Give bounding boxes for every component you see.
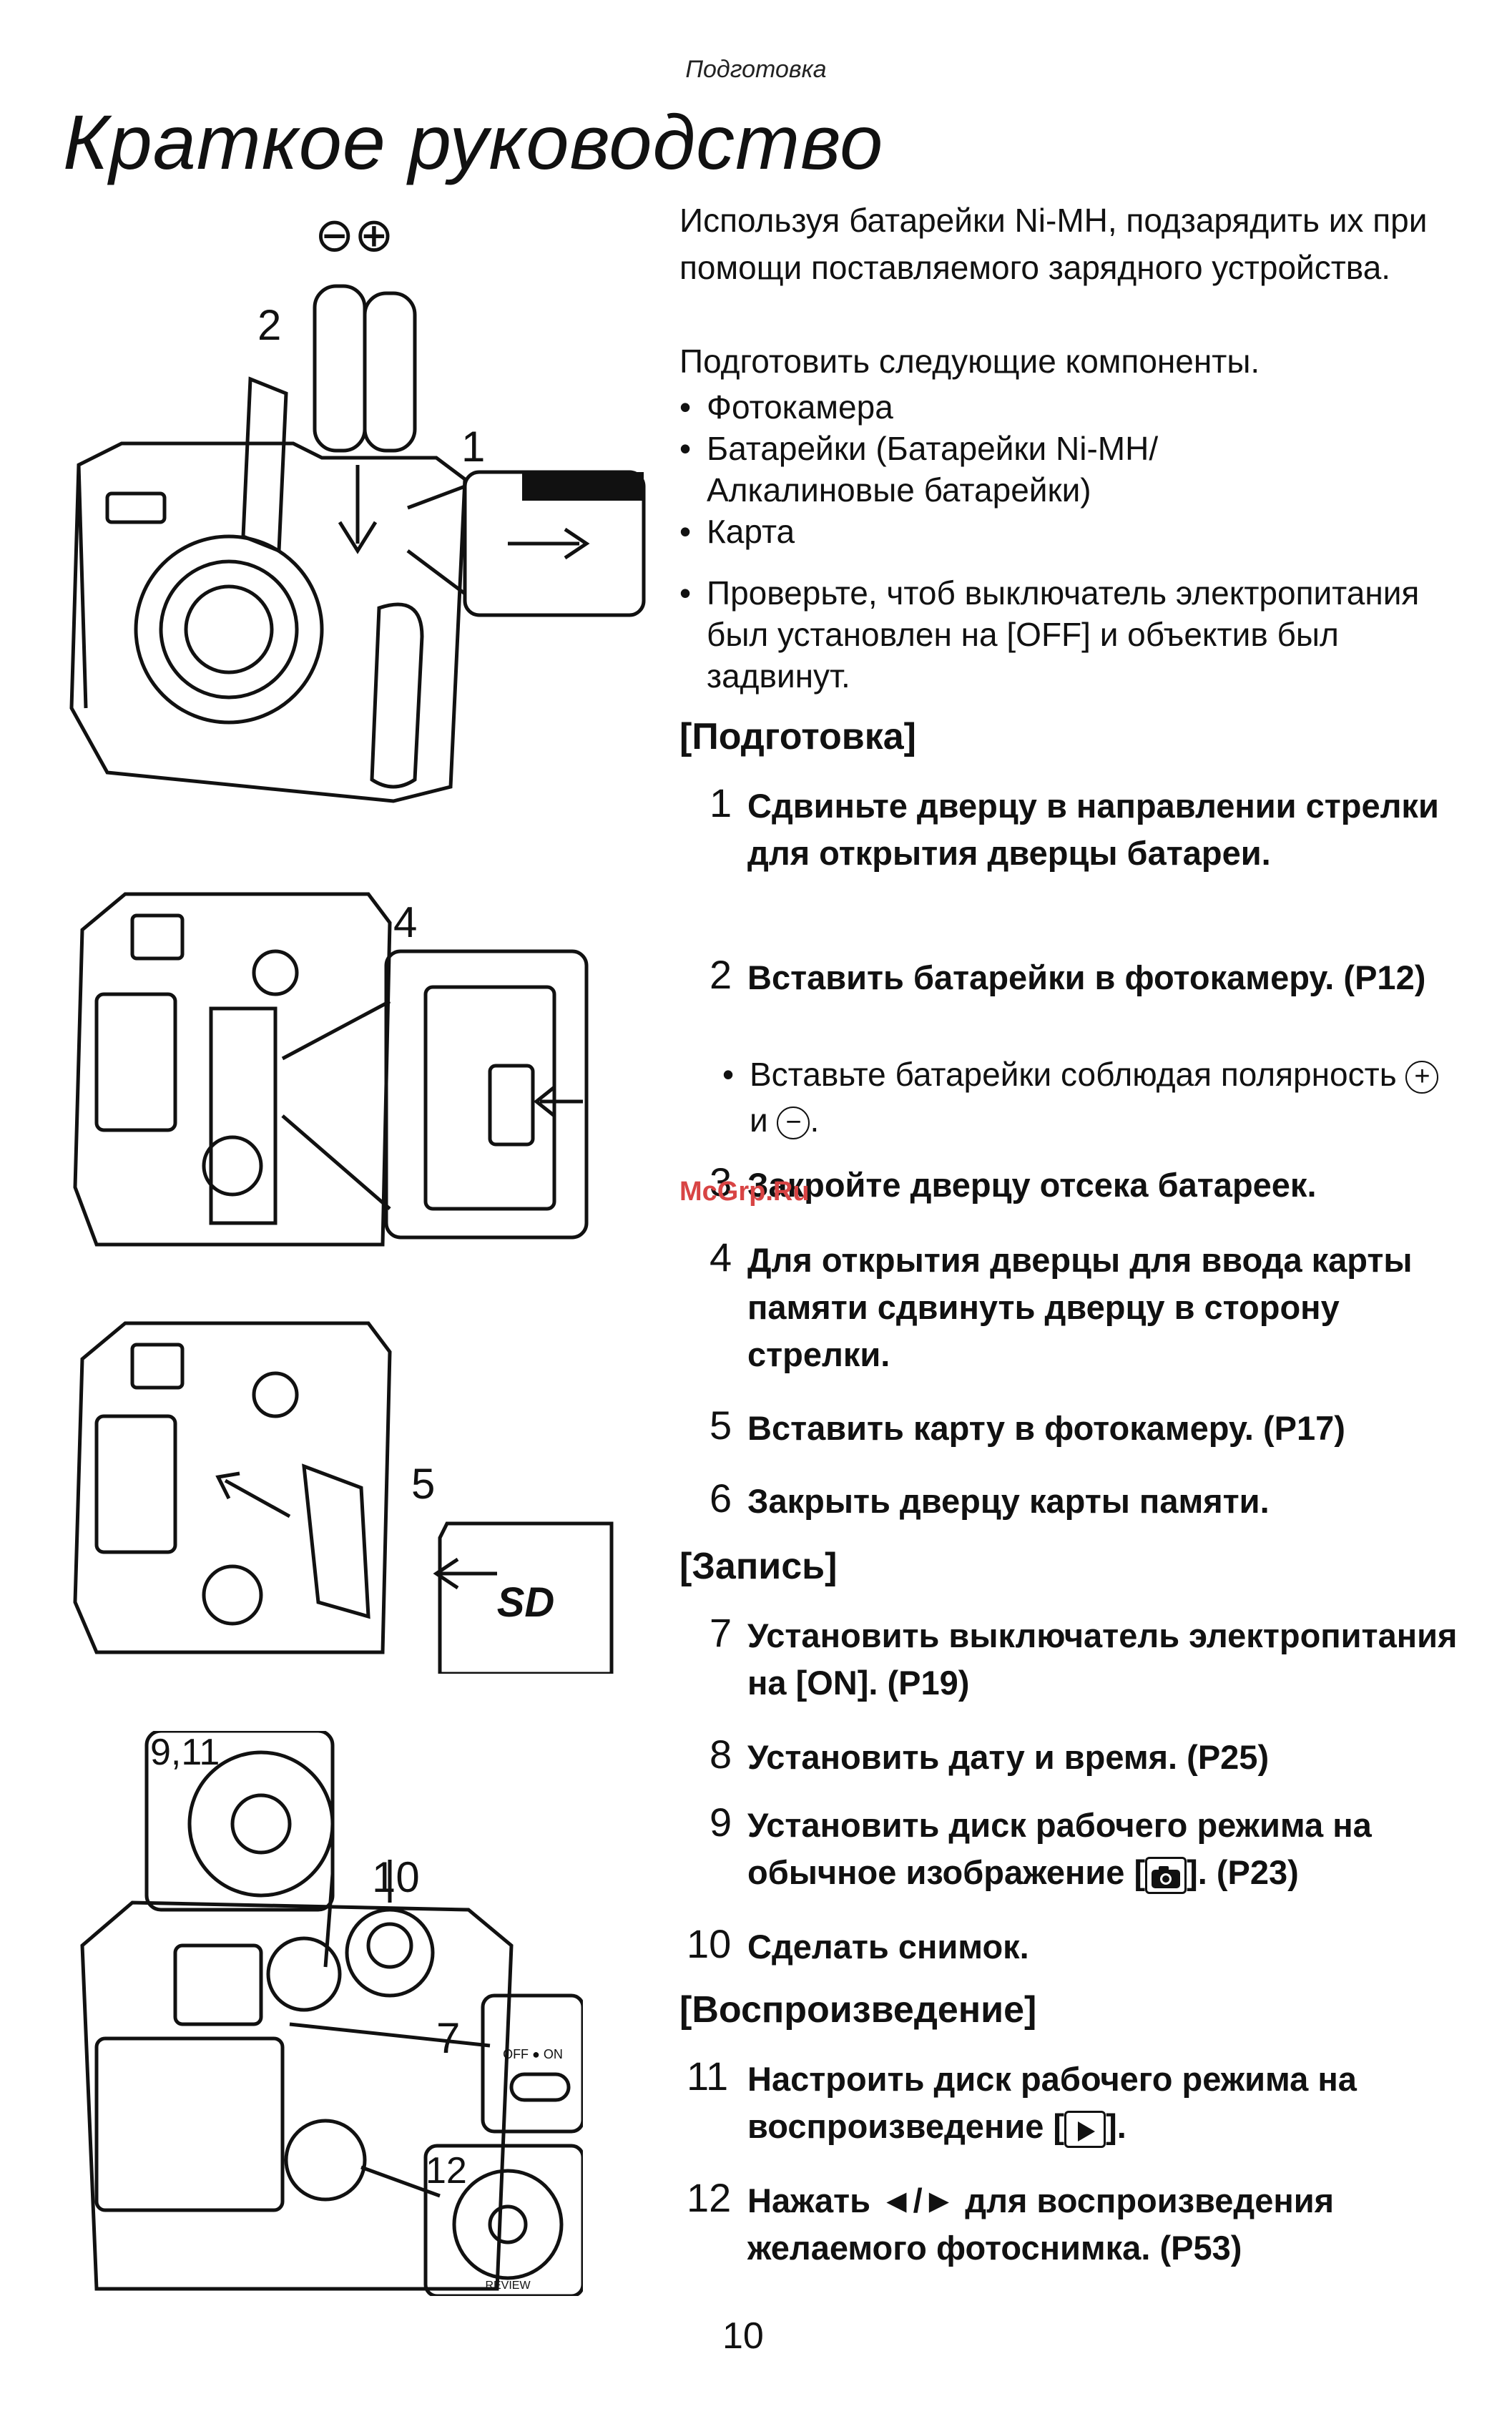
page-number: 10 <box>722 2315 764 2357</box>
step-text: Установить диск рабочего режима на обычн… <box>747 1802 1477 1896</box>
left-right-arrows-icon: ◄/► <box>880 2182 956 2219</box>
step-text: Установить выключатель электропитания на… <box>747 1616 1458 1702</box>
step-2-note: • Вставьте батарейки соблюдая полярность… <box>722 1051 1452 1143</box>
step-text: Вставить батарейки в фотокамеру. (P12) <box>747 958 1426 996</box>
step-number: 8 <box>710 1732 732 1777</box>
plus-icon: + <box>1405 1060 1439 1094</box>
step-text: Нажать ◄/► для воспроизведения желаемого… <box>747 2182 1335 2267</box>
step-number: 11 <box>687 2054 729 2099</box>
off-on-switch-label: OFF ● ON <box>503 2047 563 2061</box>
intro-paragraph-2: Подготовить следующие компоненты. <box>679 343 1260 380</box>
step-text: Сдвиньте дверцу в направлении стрелки дл… <box>747 787 1439 872</box>
running-header: Подготовка <box>685 56 827 83</box>
camera-sd-card-illustration: SD <box>73 1321 614 1674</box>
step-text: Для открытия дверцы для ввода карты памя… <box>747 1241 1413 1373</box>
figure-card-door <box>68 873 597 1273</box>
camera-mode-icon <box>1145 1856 1187 1894</box>
step-number: 3 <box>710 1159 732 1204</box>
page-title: Краткое руководство <box>63 99 884 185</box>
step-number: 12 <box>687 2175 732 2220</box>
step-number: 9 <box>710 1800 732 1845</box>
figure-label-2: 2 <box>257 301 282 349</box>
component-item-batteries: •Батарейки (Батарейки Ni-MH/ Алкалиновые… <box>679 430 1159 509</box>
play-mode-icon <box>1064 2110 1106 2148</box>
step-text: Вставить карту в фотокамеру. (P17) <box>747 1409 1345 1447</box>
figure-label-1: 1 <box>461 423 486 471</box>
step-text: Настроить диск рабочего режима на воспро… <box>747 2056 1477 2150</box>
section-heading-playback: [Воспроизведение] <box>679 1989 1037 2031</box>
step-number: 10 <box>687 1921 732 1966</box>
check-note: •Проверьте, чтоб выключатель электропита… <box>679 574 1420 695</box>
figure-mode-dial: OFF ● ON REVIEW <box>68 1731 583 2296</box>
figure-label-9-11: 9,11 <box>150 1732 220 1773</box>
step-number: 6 <box>710 1476 732 1521</box>
figure-sd-insert: SD <box>68 1302 626 1674</box>
step-number: 1 <box>710 780 732 825</box>
watermark: McGrp.Ru <box>679 1177 810 1207</box>
minus-icon: − <box>777 1106 810 1139</box>
step-number: 7 <box>710 1610 732 1655</box>
component-item-card: •Карта <box>679 513 795 550</box>
intro-paragraph-1: Используя батарейки Ni-MH, подзарядить и… <box>679 202 1428 286</box>
step-text: Закройте дверцу отсека батареек. <box>747 1166 1317 1204</box>
polarity-icon: ⊖⊕ <box>315 208 394 261</box>
section-heading-record: [Запись] <box>679 1546 838 1587</box>
camera-card-door-illustration <box>73 892 589 1247</box>
figure-label-4: 4 <box>393 898 418 946</box>
figure-label-5: 5 <box>411 1460 436 1508</box>
figure-label-10: 10 <box>372 1853 420 1901</box>
component-item-camera: •Фотокамера <box>679 388 893 426</box>
figure-label-7: 7 <box>436 2014 461 2062</box>
camera-top-controls-illustration: OFF ● ON REVIEW <box>80 1731 583 2296</box>
figure-battery-insert <box>64 207 651 830</box>
step-text: Сделать снимок. <box>747 1928 1029 1966</box>
step-text: Установить дату и время. (P25) <box>747 1738 1270 1776</box>
step-number: 2 <box>710 952 732 997</box>
step-number: 5 <box>710 1403 732 1448</box>
step-number: 4 <box>710 1235 732 1280</box>
step-text: Закрыть дверцу карты памяти. <box>747 1482 1270 1520</box>
section-heading-prep: [Подготовка] <box>679 716 916 757</box>
review-label: REVIEW <box>485 2280 531 2292</box>
sd-logo-text: SD <box>497 1579 555 1626</box>
figure-label-12: 12 <box>426 2150 467 2192</box>
camera-battery-illustration <box>69 284 646 803</box>
